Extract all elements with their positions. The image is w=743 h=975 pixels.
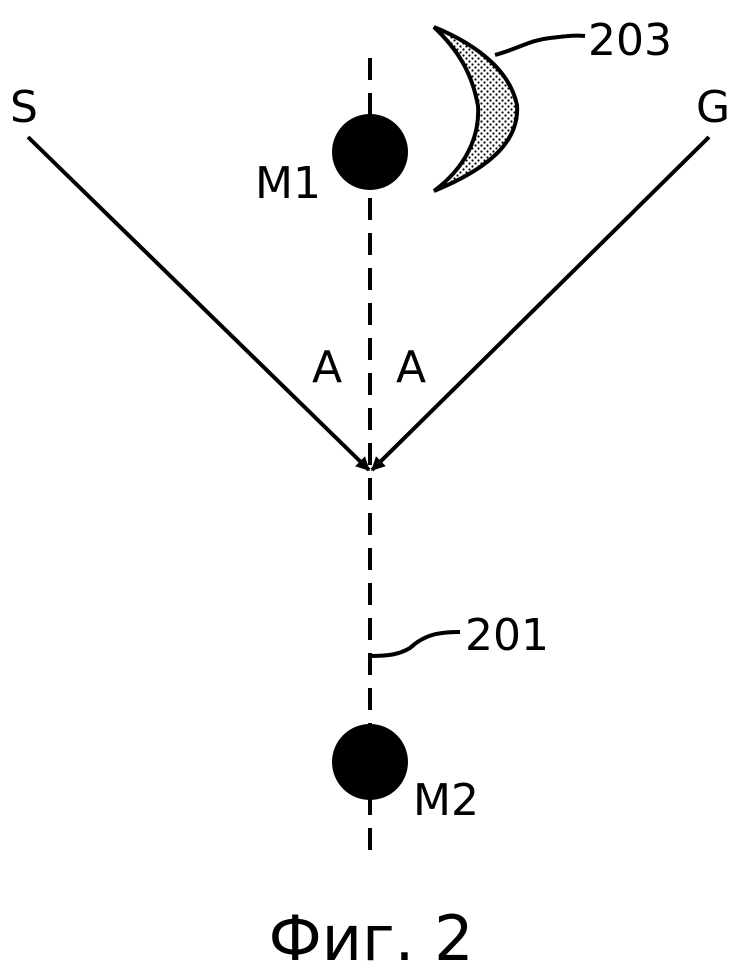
label-s: S [10, 82, 38, 133]
label-203: 203 [588, 15, 672, 66]
figure-caption: Фиг. 2 [268, 902, 473, 975]
label-a-left: A [312, 342, 342, 393]
label-a-right: A [396, 342, 426, 393]
label-m1: M1 [255, 158, 321, 209]
mass-m1 [332, 114, 408, 190]
leader-203 [495, 36, 585, 55]
leader-201 [370, 632, 460, 656]
mass-m2 [332, 724, 408, 800]
arrow-g [372, 137, 709, 470]
label-201: 201 [465, 610, 549, 661]
label-m2: M2 [413, 775, 479, 826]
label-g: G [696, 82, 730, 133]
